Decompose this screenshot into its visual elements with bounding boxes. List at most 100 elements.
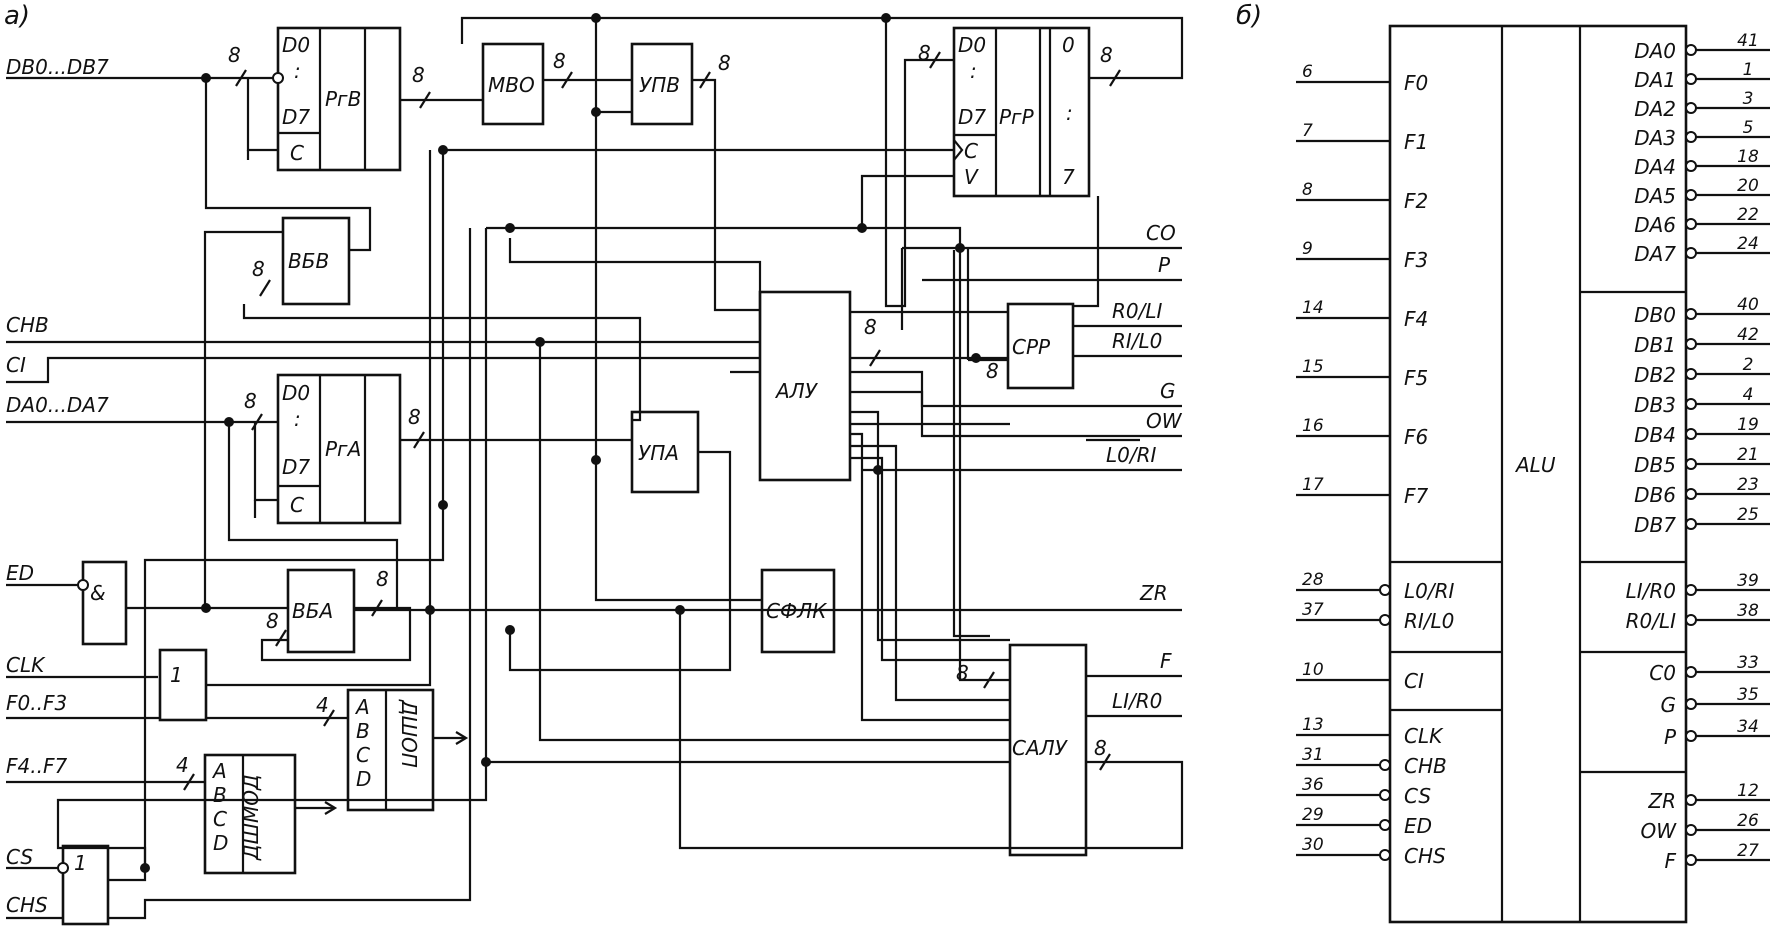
svg-text:8: 8 <box>986 359 999 383</box>
chip-pin-inversion <box>1685 131 1697 143</box>
svg-text:8: 8 <box>376 567 389 591</box>
chip-pin-number: 10 <box>1302 660 1324 680</box>
chip-pin-inversion <box>1379 849 1391 861</box>
output-roli-label: R0/LI <box>1112 299 1163 323</box>
chip-pin-name: RI/L0 <box>1404 609 1454 633</box>
chip-pin-number: 41 <box>1737 31 1759 51</box>
chip-center-label: ALU <box>1514 453 1556 477</box>
input-ci-label: CI <box>6 353 26 377</box>
svg-text::: : <box>294 59 301 83</box>
chip-pin-number: 2 <box>1743 355 1754 375</box>
chip-pin-number: 20 <box>1737 176 1759 196</box>
svg-text:D7: D7 <box>282 105 310 129</box>
svg-text:ДШМОД: ДШМОД <box>239 774 263 861</box>
chip-pin-name: DA5 <box>1634 184 1676 208</box>
output-g-label: G <box>1160 379 1176 403</box>
chip-pin-number: 35 <box>1737 685 1759 705</box>
svg-text:B: B <box>213 783 227 807</box>
chip-pin-name: F7 <box>1404 484 1429 508</box>
chip-pin-name: CLK <box>1404 724 1444 748</box>
chip-pin-name: P <box>1664 725 1677 749</box>
chip-pinout: ALU <box>1388 24 1688 924</box>
svg-text:ДШОП: ДШОП <box>397 699 421 768</box>
chip-pin-inversion <box>1685 338 1697 350</box>
input-da-label: DA0...DA7 <box>6 393 109 417</box>
chip-pin-name: DA0 <box>1634 39 1676 63</box>
chip-pin-inversion <box>1685 218 1697 230</box>
chip-pin-inversion <box>1685 73 1697 85</box>
chip-pin-number: 8 <box>1302 180 1313 200</box>
input-cs-label: CS <box>6 845 33 869</box>
chip-pin-number: 42 <box>1737 325 1759 345</box>
chip-pin-name: DB5 <box>1634 453 1676 477</box>
chip-pin-name: DA1 <box>1634 68 1676 92</box>
chip-pin-number: 14 <box>1302 298 1324 318</box>
svg-text:7: 7 <box>1062 165 1075 189</box>
gate-and: & <box>77 560 128 646</box>
chip-pin-number: 5 <box>1743 118 1754 138</box>
output-p-label: P <box>1158 253 1171 277</box>
block-cpp: СРР <box>1006 302 1075 390</box>
svg-text:8: 8 <box>408 405 421 429</box>
chip-pin-name: DA4 <box>1634 155 1676 179</box>
chip-pin-number: 4 <box>1743 385 1754 405</box>
svg-text:C: C <box>356 743 370 767</box>
svg-text:C: C <box>290 141 304 165</box>
svg-text:ВБА: ВБА <box>292 599 333 623</box>
chip-pin-inversion <box>1685 102 1697 114</box>
input-chb-label: CHB <box>6 313 49 337</box>
chip-pin-number: 1 <box>1743 60 1754 80</box>
svg-text:V: V <box>964 165 979 189</box>
panel-a-label: а) <box>4 1 30 31</box>
svg-text:D: D <box>356 767 371 791</box>
chip-pin-number: 13 <box>1302 715 1324 735</box>
chip-pin-inversion <box>1379 584 1391 596</box>
svg-text:МВО: МВО <box>488 73 535 97</box>
chip-pin-name: DB3 <box>1634 393 1676 417</box>
svg-text:0: 0 <box>1062 33 1075 57</box>
chip-pin-name: R0/LI <box>1626 609 1677 633</box>
svg-text:8: 8 <box>228 43 241 67</box>
chip-pin-inversion <box>1685 666 1697 678</box>
chip-pin-number: 24 <box>1737 234 1759 254</box>
svg-text:САЛУ: САЛУ <box>1012 736 1069 760</box>
svg-text:8: 8 <box>1094 736 1107 760</box>
svg-text:B: B <box>356 719 370 743</box>
chip-pin-inversion <box>1685 398 1697 410</box>
svg-text:8: 8 <box>864 315 877 339</box>
chip-pin-number: 6 <box>1302 62 1313 82</box>
chip-pin-name: DB7 <box>1634 513 1676 537</box>
chip-pin-number: 33 <box>1737 653 1759 673</box>
svg-text:C: C <box>290 493 304 517</box>
chip-pin-name: F3 <box>1404 248 1428 272</box>
chip-pin-inversion <box>1685 488 1697 500</box>
input-f03-label: F0..F3 <box>6 691 67 715</box>
svg-text:8: 8 <box>553 49 566 73</box>
output-co-label: CO <box>1146 221 1176 245</box>
svg-text:&: & <box>90 581 106 605</box>
chip-pin-number: 23 <box>1737 475 1759 495</box>
chip-pin-inversion <box>1685 854 1697 866</box>
chip-pin-name: F <box>1664 849 1676 873</box>
internal-wires <box>56 16 1184 882</box>
chip-pin-name: OW <box>1640 819 1677 843</box>
chip-pin-number: 3 <box>1743 89 1754 109</box>
chip-pin-name: DB1 <box>1634 333 1676 357</box>
block-vbv: ВБВ <box>281 216 351 306</box>
input-chs-label: CHS <box>6 893 48 917</box>
chip-pin-name: DB2 <box>1634 363 1676 387</box>
output-lori-label: L0/RI <box>1106 443 1157 467</box>
chip-pin-inversion <box>1685 160 1697 172</box>
junction-dots <box>140 13 981 873</box>
chip-pin-inversion <box>1685 730 1697 742</box>
chip-pin-name: F1 <box>1404 130 1428 154</box>
svg-text::: : <box>294 407 301 431</box>
register-rga: D0 : D7 C РгА <box>276 373 402 525</box>
block-alu: АЛУ <box>758 290 852 482</box>
chip-pin-number: 18 <box>1737 147 1759 167</box>
input-clk-label: CLK <box>6 653 46 677</box>
panel-b-label: б) <box>1236 1 1262 31</box>
chip-pin-inversion <box>1685 247 1697 259</box>
chip-pin-inversion <box>1379 789 1391 801</box>
